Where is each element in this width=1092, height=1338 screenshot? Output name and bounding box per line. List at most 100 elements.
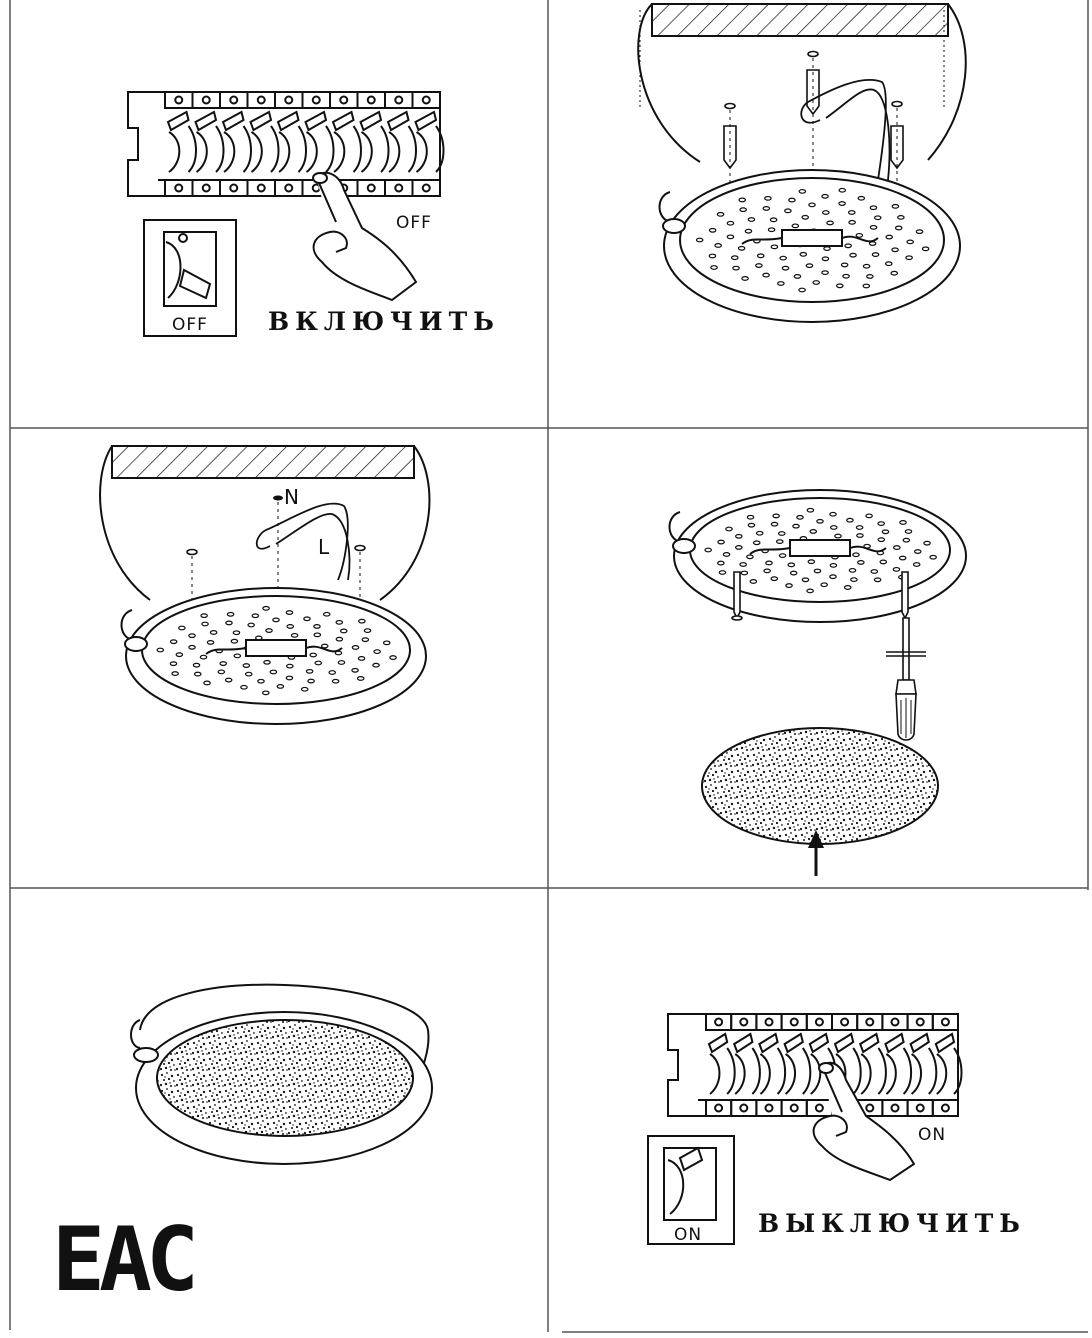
led-hole bbox=[792, 523, 800, 529]
led-hole bbox=[812, 280, 821, 285]
led-hole bbox=[305, 668, 314, 674]
led-hole bbox=[257, 678, 265, 684]
led-hole bbox=[704, 547, 712, 553]
terminal-screw bbox=[764, 1103, 774, 1113]
terminal bbox=[219, 179, 249, 197]
terminal-screw bbox=[789, 1103, 799, 1113]
terminal-screw bbox=[256, 183, 266, 193]
led-hole bbox=[269, 669, 278, 675]
terminal-screw bbox=[739, 1017, 749, 1027]
led-hole bbox=[801, 577, 810, 583]
led-hole bbox=[784, 208, 792, 214]
terminal bbox=[755, 1013, 783, 1031]
led-hole bbox=[193, 671, 202, 677]
screwdriver-icon bbox=[886, 617, 926, 741]
led-hole bbox=[923, 540, 931, 546]
breaker-lever bbox=[884, 1032, 913, 1095]
led-hole bbox=[820, 582, 828, 588]
led-hole bbox=[714, 243, 722, 248]
led-hole bbox=[224, 677, 233, 683]
breaker-lever bbox=[221, 110, 252, 173]
step-2-panel bbox=[637, 3, 967, 323]
led-hole bbox=[201, 621, 209, 627]
led-hole bbox=[717, 539, 725, 545]
led-hole bbox=[732, 265, 740, 271]
terminal-screw bbox=[915, 1103, 925, 1113]
terminal bbox=[219, 91, 249, 109]
terminal bbox=[411, 179, 441, 197]
led-hole bbox=[740, 570, 749, 576]
led-hole bbox=[905, 255, 913, 261]
led-hole bbox=[762, 272, 770, 278]
led-hole bbox=[821, 193, 829, 199]
led-hole bbox=[789, 570, 798, 576]
led-hole bbox=[813, 568, 822, 574]
led-hole bbox=[809, 529, 818, 534]
led-hole bbox=[885, 234, 893, 240]
led-hole bbox=[821, 270, 829, 276]
led-hole bbox=[892, 566, 901, 572]
terminal-screw bbox=[840, 1017, 850, 1027]
breaker-lever bbox=[783, 1032, 812, 1095]
led-hole bbox=[373, 649, 381, 655]
led-hole bbox=[840, 262, 849, 268]
step-1-panel: OFF OFF ВКЛЮЧИТЬ bbox=[127, 91, 494, 337]
led-hole bbox=[358, 618, 366, 624]
breaker-lever bbox=[732, 1032, 761, 1095]
led-hole bbox=[777, 281, 785, 286]
led-hole bbox=[763, 568, 771, 574]
led-hole bbox=[806, 588, 814, 594]
led-hole bbox=[779, 255, 787, 261]
breaker-lever bbox=[331, 110, 362, 173]
led-hole bbox=[770, 521, 779, 527]
led-hole bbox=[894, 225, 903, 231]
ceiling-hatch bbox=[99, 445, 431, 601]
led-hole bbox=[843, 585, 852, 590]
led-hole bbox=[877, 537, 886, 543]
terminal-screw bbox=[890, 1103, 900, 1113]
led-hole bbox=[801, 214, 810, 220]
arrow-up-icon bbox=[808, 830, 824, 876]
led-hole bbox=[744, 228, 753, 234]
led-hole bbox=[829, 562, 838, 568]
led-hole bbox=[747, 217, 756, 222]
led-hole bbox=[862, 263, 871, 269]
led-hole bbox=[881, 529, 890, 535]
led-hole bbox=[906, 239, 914, 245]
led-hole bbox=[893, 545, 901, 550]
led-hole bbox=[870, 569, 879, 574]
breaker-lever bbox=[166, 110, 197, 173]
led-hole bbox=[188, 644, 196, 650]
terminal bbox=[931, 1013, 959, 1031]
ceiling-lamp-base bbox=[120, 587, 427, 725]
led-hole bbox=[225, 620, 233, 626]
led-hole bbox=[787, 562, 796, 568]
led-hole bbox=[770, 576, 779, 582]
led-hole bbox=[262, 605, 270, 611]
led-hole bbox=[838, 187, 847, 193]
led-hole bbox=[272, 617, 280, 623]
led-hole bbox=[805, 263, 814, 269]
terminal bbox=[780, 1099, 808, 1117]
led-hole bbox=[251, 613, 260, 619]
led-hole bbox=[203, 680, 211, 686]
hand-icon bbox=[312, 171, 418, 302]
led-hole bbox=[762, 206, 771, 211]
terminal-screw bbox=[366, 95, 376, 105]
terminal bbox=[805, 1013, 833, 1031]
led-hole bbox=[290, 632, 299, 638]
led-hole bbox=[286, 663, 294, 669]
led-hole bbox=[307, 678, 315, 684]
led-hole bbox=[276, 684, 285, 689]
led-hole bbox=[821, 256, 830, 262]
led-hole bbox=[866, 274, 874, 279]
led-hole bbox=[169, 661, 178, 667]
led-hole bbox=[226, 611, 235, 617]
led-hole bbox=[263, 659, 271, 665]
terminal bbox=[191, 91, 221, 109]
led-hole bbox=[361, 637, 370, 643]
led-hole bbox=[303, 616, 311, 622]
eac-label: EAC bbox=[52, 1208, 193, 1311]
led-hole bbox=[890, 270, 899, 276]
led-hole bbox=[335, 619, 344, 625]
